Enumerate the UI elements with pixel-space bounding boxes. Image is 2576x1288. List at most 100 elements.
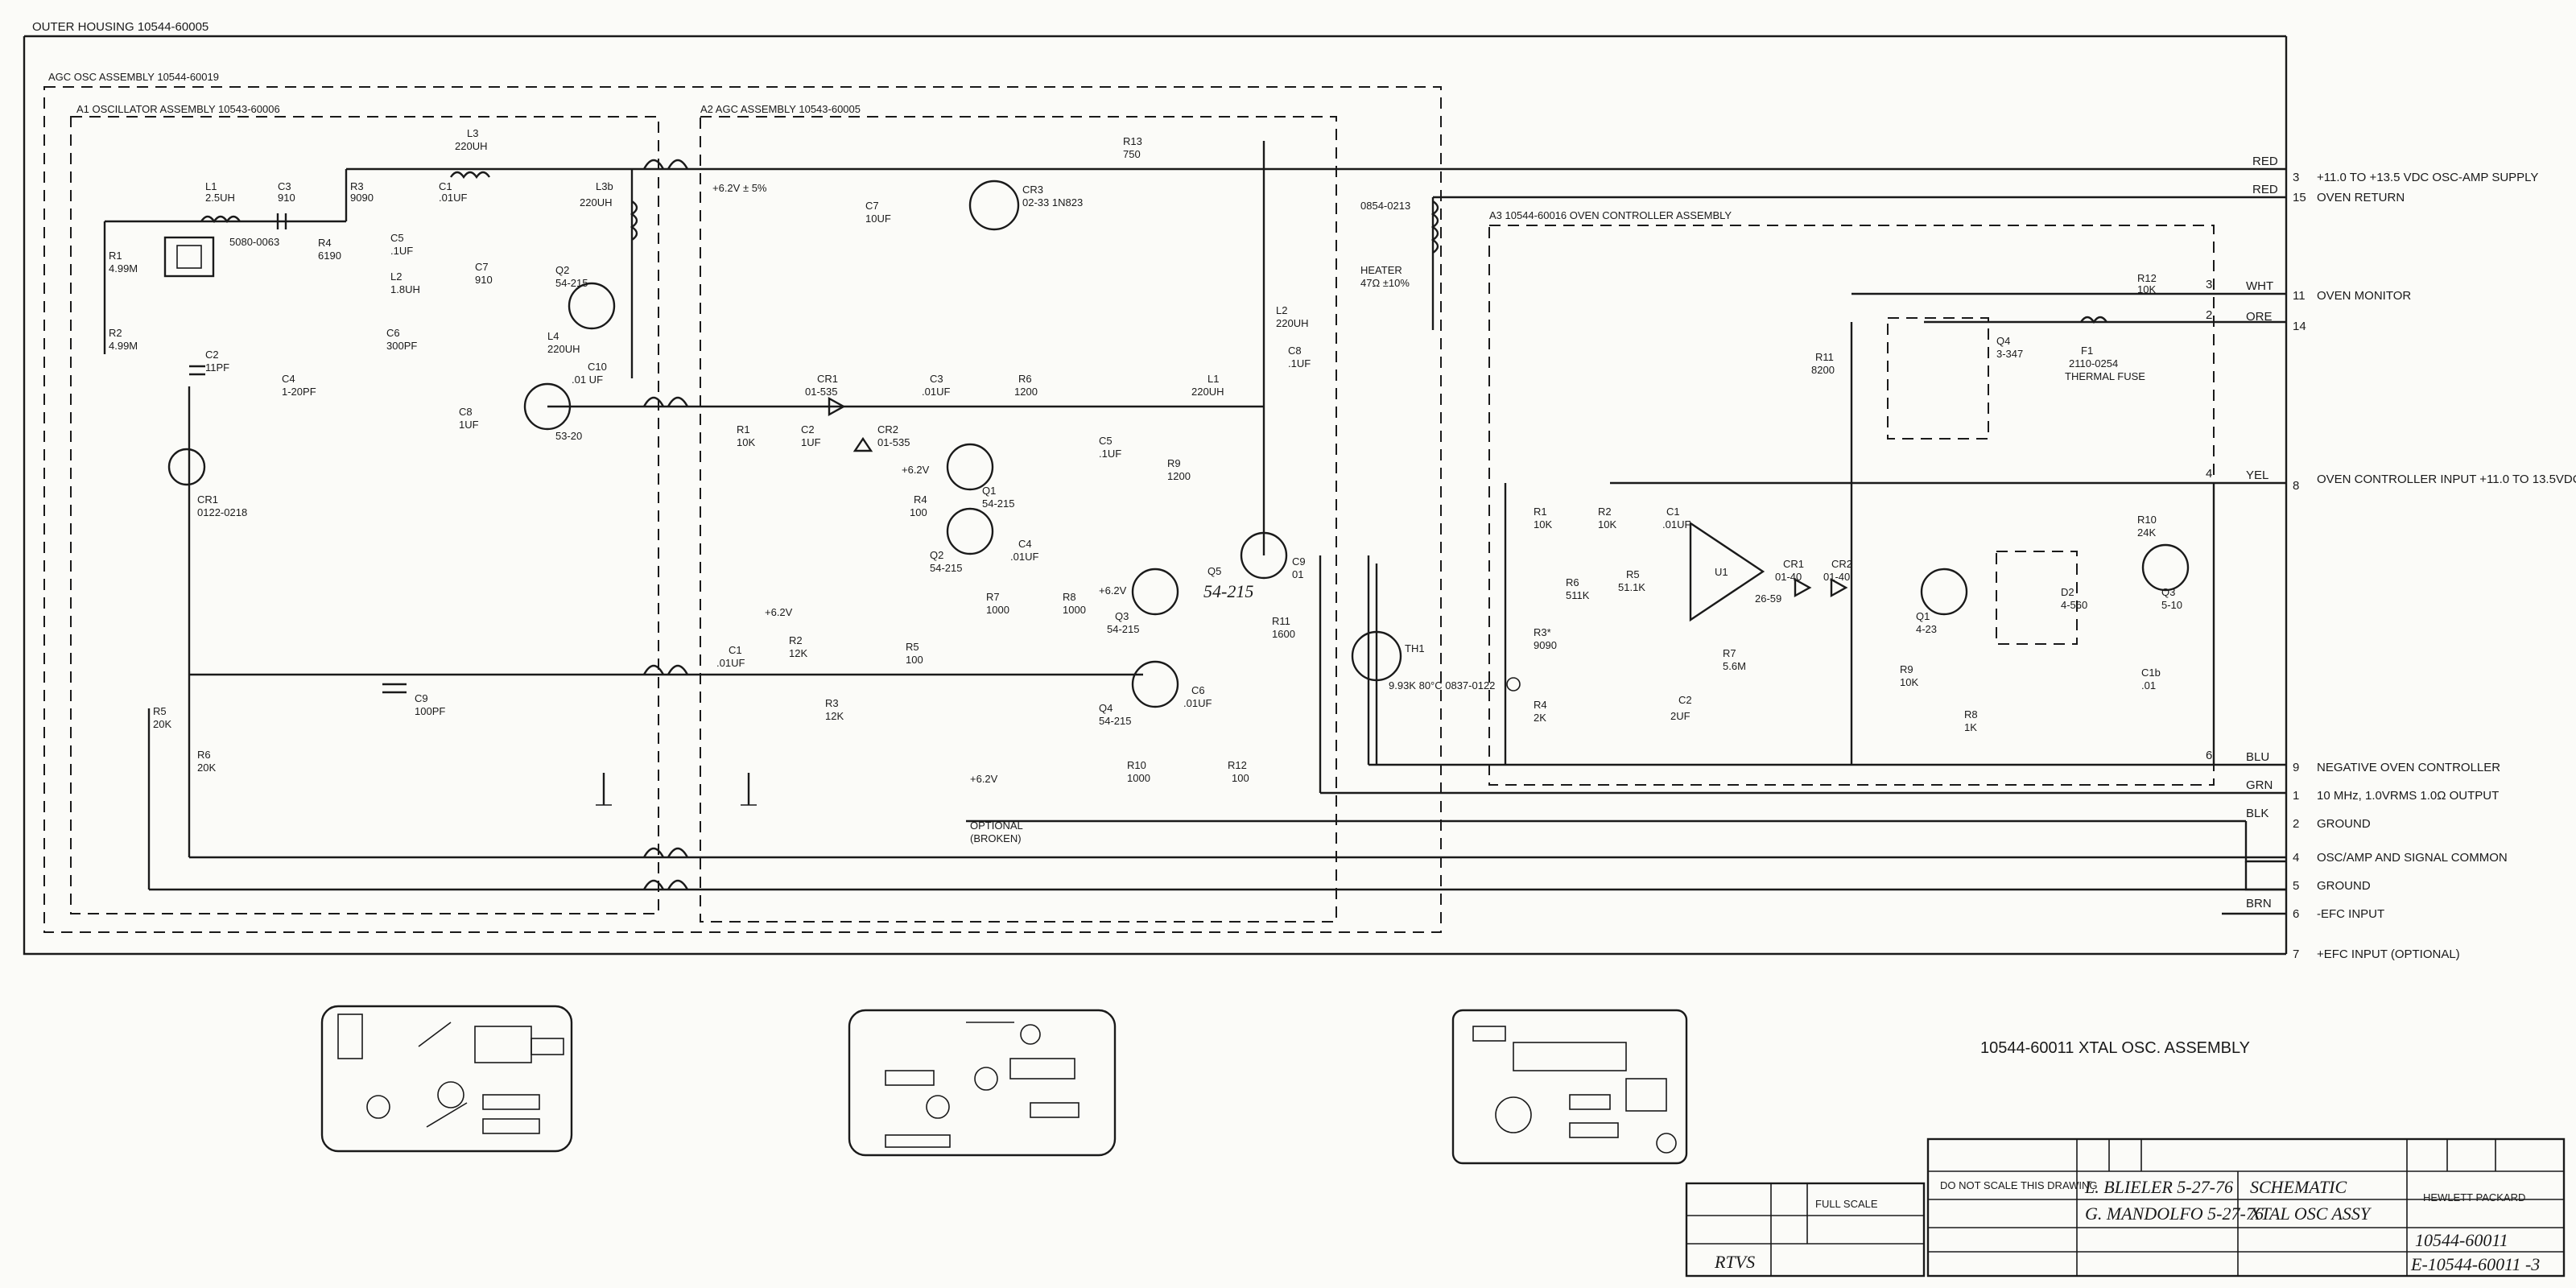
out-8-label: OSC/AMP AND SIGNAL COMMON	[2317, 851, 2508, 865]
a1-r3-ref: R3	[350, 180, 364, 192]
a3-c2-val: 2UF	[1670, 710, 1690, 722]
a1-r2-val: 4.99M	[109, 340, 138, 352]
a1-r4-ref: R4	[318, 237, 332, 249]
out-6-wire: GRN	[2246, 778, 2273, 792]
out-7-wire: BLK	[2246, 807, 2268, 820]
a1-l4-ref: L4	[547, 330, 559, 342]
transistor-q1-a3	[1920, 568, 1968, 616]
title-initials: RTVS	[1714, 1252, 1755, 1272]
a2-r6-val: 1200	[1014, 386, 1038, 398]
transistor-q3-a3	[2141, 543, 2190, 592]
out-4-wire: YEL	[2246, 469, 2268, 482]
a1-l3b-val: 220UH	[580, 196, 612, 208]
a2-r6-ref: R6	[1018, 373, 1032, 385]
a3-c1-ref: C1	[1666, 506, 1680, 518]
a3-r9-ref: R9	[1900, 663, 1913, 675]
transistor-q2-upper	[568, 282, 616, 330]
out-0-pin: 3	[2293, 171, 2299, 184]
a2-r10-ref: R10	[1127, 759, 1146, 771]
a1-l3b-ref: L3b	[596, 180, 613, 192]
diode-cr1	[828, 396, 846, 417]
a3-r11-ref: R11	[1815, 351, 1834, 363]
a3-r8-val: 1K	[1964, 721, 1977, 733]
a3-r5-ref: R5	[1626, 568, 1640, 580]
wiring	[103, 141, 2286, 891]
transistor-q2	[946, 507, 994, 555]
a1-r4-val: 6190	[318, 250, 341, 262]
a3-r5-val: 51.1K	[1618, 581, 1645, 593]
a2-r8-val: 1000	[1063, 604, 1086, 616]
a1-c2-ref: C2	[205, 349, 219, 361]
a1-c2-val: 11PF	[205, 361, 229, 374]
a2-l1-ref: L1	[1208, 373, 1219, 385]
a1-q2-val: 54-215	[555, 277, 588, 289]
title-line2: XTAL OSC ASSY	[2249, 1203, 2372, 1224]
varactor-cr1	[167, 448, 206, 486]
a1-r6-ref: R6	[197, 749, 211, 761]
a3-r10-ref: R10	[2137, 514, 2157, 526]
outer-housing: OUTER HOUSING 10544-60005	[23, 20, 2288, 956]
a2-l2-val: 220UH	[1276, 317, 1308, 329]
out-10-label: -EFC INPUT	[2317, 907, 2384, 921]
a2-supply-label: +6.2V ± 5%	[712, 182, 767, 194]
pcb-layout-a2	[848, 1009, 1117, 1157]
a1-c4-ref: C4	[282, 373, 295, 385]
a2-q3-val: 54-215	[1107, 623, 1139, 635]
a3-components	[1351, 200, 2190, 691]
zener-cr3	[968, 180, 1020, 231]
a1-l2-ref: L2	[390, 270, 402, 283]
a2-agc-outline: A2 AGC ASSEMBLY 10543-60005	[700, 103, 1337, 923]
a3-heater-val: 47Ω ±10%	[1360, 277, 1410, 289]
out-3-wire: ORE	[2246, 310, 2273, 324]
a2-r2-val: 12K	[789, 647, 807, 659]
a3-r6-ref: R6	[1566, 576, 1579, 588]
title-checked: G. MANDOLFO 5-27-76	[2085, 1203, 2264, 1224]
a2-c4-val: .01UF	[1010, 551, 1038, 563]
a2-q4-ref: Q4	[1099, 702, 1113, 714]
a1-c5-val: .1UF	[390, 245, 413, 257]
pcb-layout-a3	[1451, 1009, 1688, 1165]
a1-r2-ref: R2	[109, 327, 122, 339]
a2-c3-ref: C3	[930, 373, 943, 385]
title-part: 10544-60011	[2415, 1230, 2508, 1250]
title-line1: SCHEMATIC	[2250, 1177, 2347, 1197]
a2-r4-val: 100	[910, 506, 927, 518]
a1-c9-ref: C9	[415, 692, 428, 704]
out-3-pin: 14	[2293, 320, 2306, 333]
a1-c7-ref: C7	[475, 261, 489, 273]
a3-u1-val: 26-59	[1755, 592, 1781, 605]
a2-cr2-ref: CR2	[877, 423, 898, 436]
a2-v62-r2: +6.2V	[765, 606, 793, 618]
a1-c3-val: 910	[278, 192, 295, 204]
diode-cr2	[852, 436, 873, 452]
a2-c4-ref: C4	[1018, 538, 1032, 550]
a3-r12-ref: R12	[2137, 272, 2157, 284]
a2-c2-ref: C2	[801, 423, 815, 436]
out-2-label: OVEN MONITOR	[2317, 289, 2411, 303]
out-2-pin: 11	[2293, 289, 2306, 303]
a2-c9-ref: C9	[1292, 555, 1306, 568]
out-10-pin: 6	[2293, 907, 2299, 921]
a2-c1-ref: C1	[729, 644, 742, 656]
out-11-label: +EFC INPUT (OPTIONAL)	[2317, 947, 2460, 961]
a1-r5-ref: R5	[153, 705, 167, 717]
a2-r11-val: 1600	[1272, 628, 1295, 640]
out-5-pin: 9	[2293, 761, 2299, 774]
a1-components	[163, 171, 638, 694]
a1-y1-val: 5080-0063	[229, 236, 279, 248]
a1-oscillator-label: A1 OSCILLATOR ASSEMBLY 10543-60006	[76, 103, 280, 115]
a3-q3-val: 5-10	[2161, 599, 2182, 611]
a2-q5-val: 54-215	[1203, 581, 1253, 601]
d2-box	[1996, 551, 2078, 645]
a2-broken-label: (BROKEN)	[970, 832, 1022, 844]
a3-r7-ref: R7	[1723, 647, 1736, 659]
a2-r9-ref: R9	[1167, 457, 1181, 469]
a1-c7-val: 910	[475, 274, 493, 286]
out-9-label: GROUND	[2317, 879, 2371, 893]
a1-c8-val: 1UF	[459, 419, 479, 431]
out-1-wire: RED	[2252, 183, 2278, 196]
a2-q2-val: 54-215	[930, 562, 962, 574]
a1-q2-ref: Q2	[555, 264, 569, 276]
a3-r3-val: 9090	[1534, 639, 1557, 651]
a2-c8-ref: C8	[1288, 345, 1302, 357]
